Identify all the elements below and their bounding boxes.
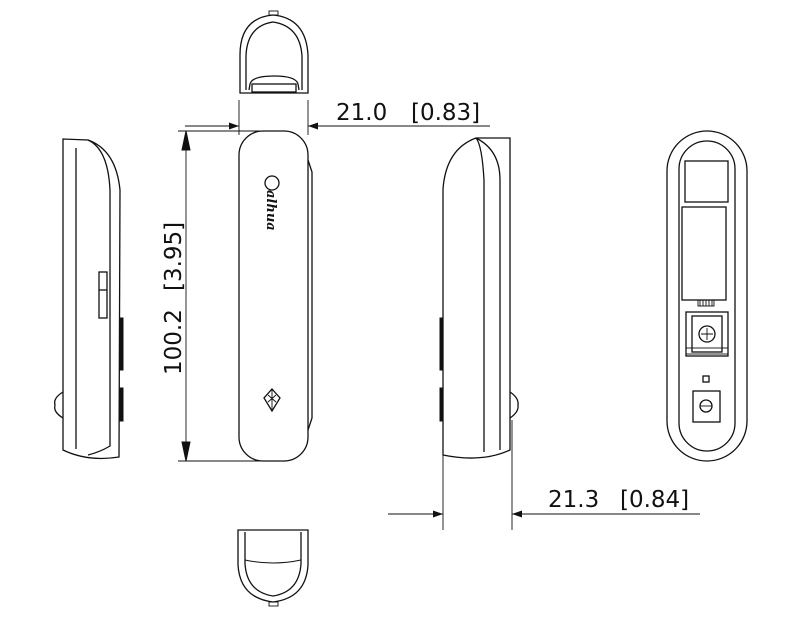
bottom-end-view (237, 529, 309, 607)
dimension-height-value: 100.2 (161, 309, 187, 375)
dimension-height-inch: [3.95] (161, 222, 187, 291)
top-end-view (239, 10, 309, 94)
front-view: alhua (238, 130, 313, 462)
dimension-top-width-value: 21.0 (336, 100, 387, 126)
right-side-view (439, 137, 519, 459)
svg-text:alhua: alhua (263, 190, 278, 231)
dimension-bottom-depth-value: 21.3 (548, 487, 599, 513)
dimension-top-width: 21.0 [0.83] (185, 100, 490, 135)
dimension-bottom-depth: 21.3 [0.84] (388, 420, 700, 530)
back-internal-view (666, 130, 748, 462)
left-side-view (54, 138, 124, 460)
dimension-bottom-depth-inch: [0.84] (620, 487, 689, 513)
dimension-height: 100.2 [3.95] (161, 130, 260, 462)
sensor-diamond (263, 388, 281, 413)
dimension-top-width-inch: [0.83] (411, 100, 480, 126)
brand-logo: alhua (263, 175, 280, 231)
